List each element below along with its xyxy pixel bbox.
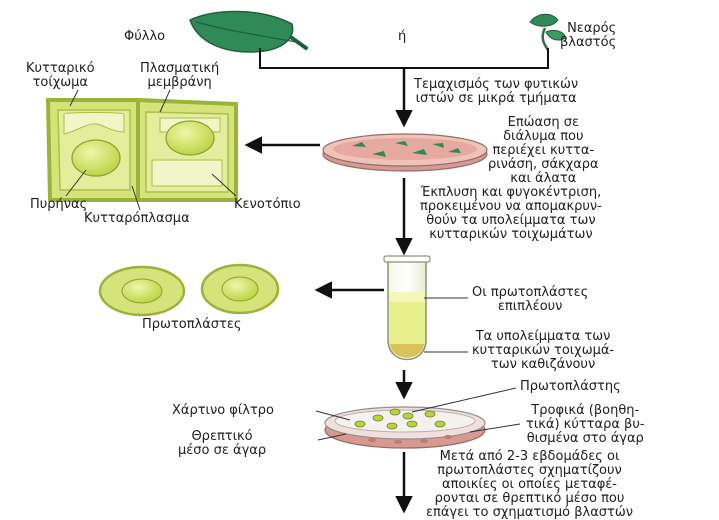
culture-dish: [324, 406, 486, 449]
protoplasts-label: Πρωτοπλάστες: [142, 317, 242, 332]
feeder-cells-label: Τροφικά (βοηθη- τικά) κύτταρα βυ- θισμέν…: [526, 403, 645, 446]
or-label: ή: [398, 29, 407, 44]
protoplast-cells: [98, 263, 280, 317]
cytoplasm-label: Κυτταρόπλασμα: [84, 211, 190, 226]
step-3-text: Έκπλυση και φυγοκέντριση, προκειμένου να…: [420, 185, 602, 242]
centrifuge-tube: [383, 255, 431, 361]
sprout-label: Νεαρός βλαστός: [560, 21, 617, 50]
plasma-membrane-label: Πλασματική μεμβράνη: [140, 61, 220, 90]
incubation-dish: [322, 133, 488, 172]
step-4-text: Μετά από 2-3 εβδομάδες οι πρωτοπλάστες σ…: [426, 449, 634, 520]
sediment-label: Τα υπολείμματα των κυτταρικών τοιχωμά- τ…: [472, 329, 615, 372]
floating-protoplasts-label: Οι πρωτοπλάστες επιπλέουν: [472, 285, 589, 314]
protoplast-label: Πρωτοπλάστης: [520, 379, 621, 394]
leaf-label: Φύλλο: [124, 29, 166, 44]
plant-cells: [45, 97, 238, 202]
vacuole-label: Κενοτόπιο: [234, 197, 301, 212]
step-1-text: Τεμαχισμός των φυτικών ιστών σε μικρά τμ…: [414, 77, 579, 106]
nucleus-label: Πυρήνας: [30, 197, 88, 212]
cell-wall-label: Κυτταρικό τοίχωμα: [26, 61, 95, 90]
paper-filter-label: Χάρτινο φίλτρο: [172, 403, 275, 418]
nutrient-agar-label: Θρεπτικό μέσο σε άγαρ: [178, 429, 267, 458]
leaf-icon: [189, 10, 308, 53]
step-2-text: Επώαση σε διάλυμα που περιέχει κυττα- ρι…: [488, 115, 599, 186]
